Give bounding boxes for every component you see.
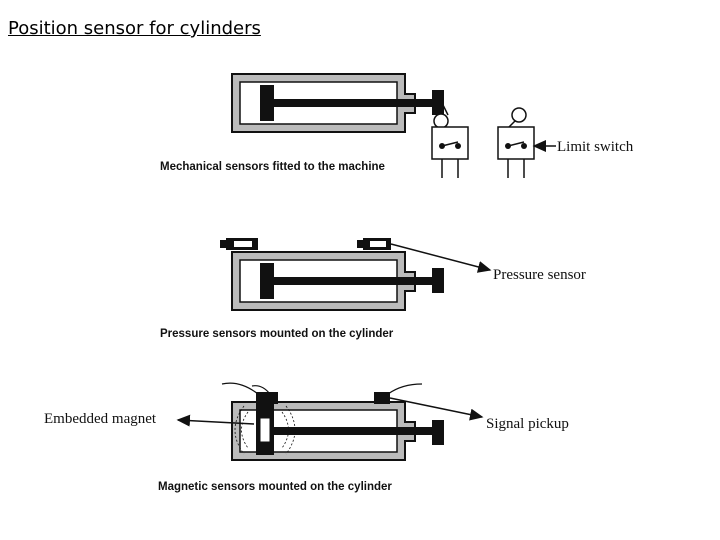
caption-magnetic: Magnetic sensors mounted on the cylinder [158, 481, 392, 493]
piston-2 [260, 263, 274, 299]
caption-pressure: Pressure sensors mounted on the cylinder [160, 328, 394, 340]
signal-pickup-label: Signal pickup [486, 416, 569, 432]
embedded-magnet-label: Embedded magnet [44, 411, 157, 427]
signal-pickup-left [221, 382, 278, 404]
pressure-sensor-left [220, 238, 258, 250]
piston-rod-1 [274, 99, 434, 107]
embedded-magnet [259, 417, 271, 443]
rod-end-1 [432, 90, 444, 115]
limit-switch-1 [431, 104, 469, 178]
pressure-sensor-right [357, 238, 391, 250]
embedded-magnet-arrow [176, 414, 255, 427]
signal-pickup-right [374, 383, 423, 404]
cylinder-1 [231, 73, 444, 133]
rod-end-3 [432, 420, 444, 445]
cylinder-2 [231, 251, 444, 311]
rod-end-2 [432, 268, 444, 293]
pressure-sensor-arrow [390, 243, 492, 273]
limit-switch-2 [497, 107, 535, 178]
caption-mechanical: Mechanical sensors fitted to the machine [160, 161, 385, 173]
slide-title: Position sensor for cylinders [8, 18, 261, 39]
panel-mechanical: Limit switch Mechanical sensors fitted t… [160, 73, 634, 178]
pressure-sensor-label: Pressure sensor [493, 267, 586, 283]
limit-switch-label: Limit switch [557, 139, 634, 155]
panel-magnetic: Embedded magnet Signal pickup Magnetic s… [44, 382, 569, 493]
piston-1 [260, 85, 274, 121]
signal-pickup-arrow [389, 397, 484, 421]
panel-pressure: Pressure sensor Pressure sensors mounted… [160, 238, 586, 340]
piston-rod-3 [274, 427, 434, 435]
piston-rod-2 [274, 277, 434, 285]
cylinder-3 [231, 401, 444, 461]
